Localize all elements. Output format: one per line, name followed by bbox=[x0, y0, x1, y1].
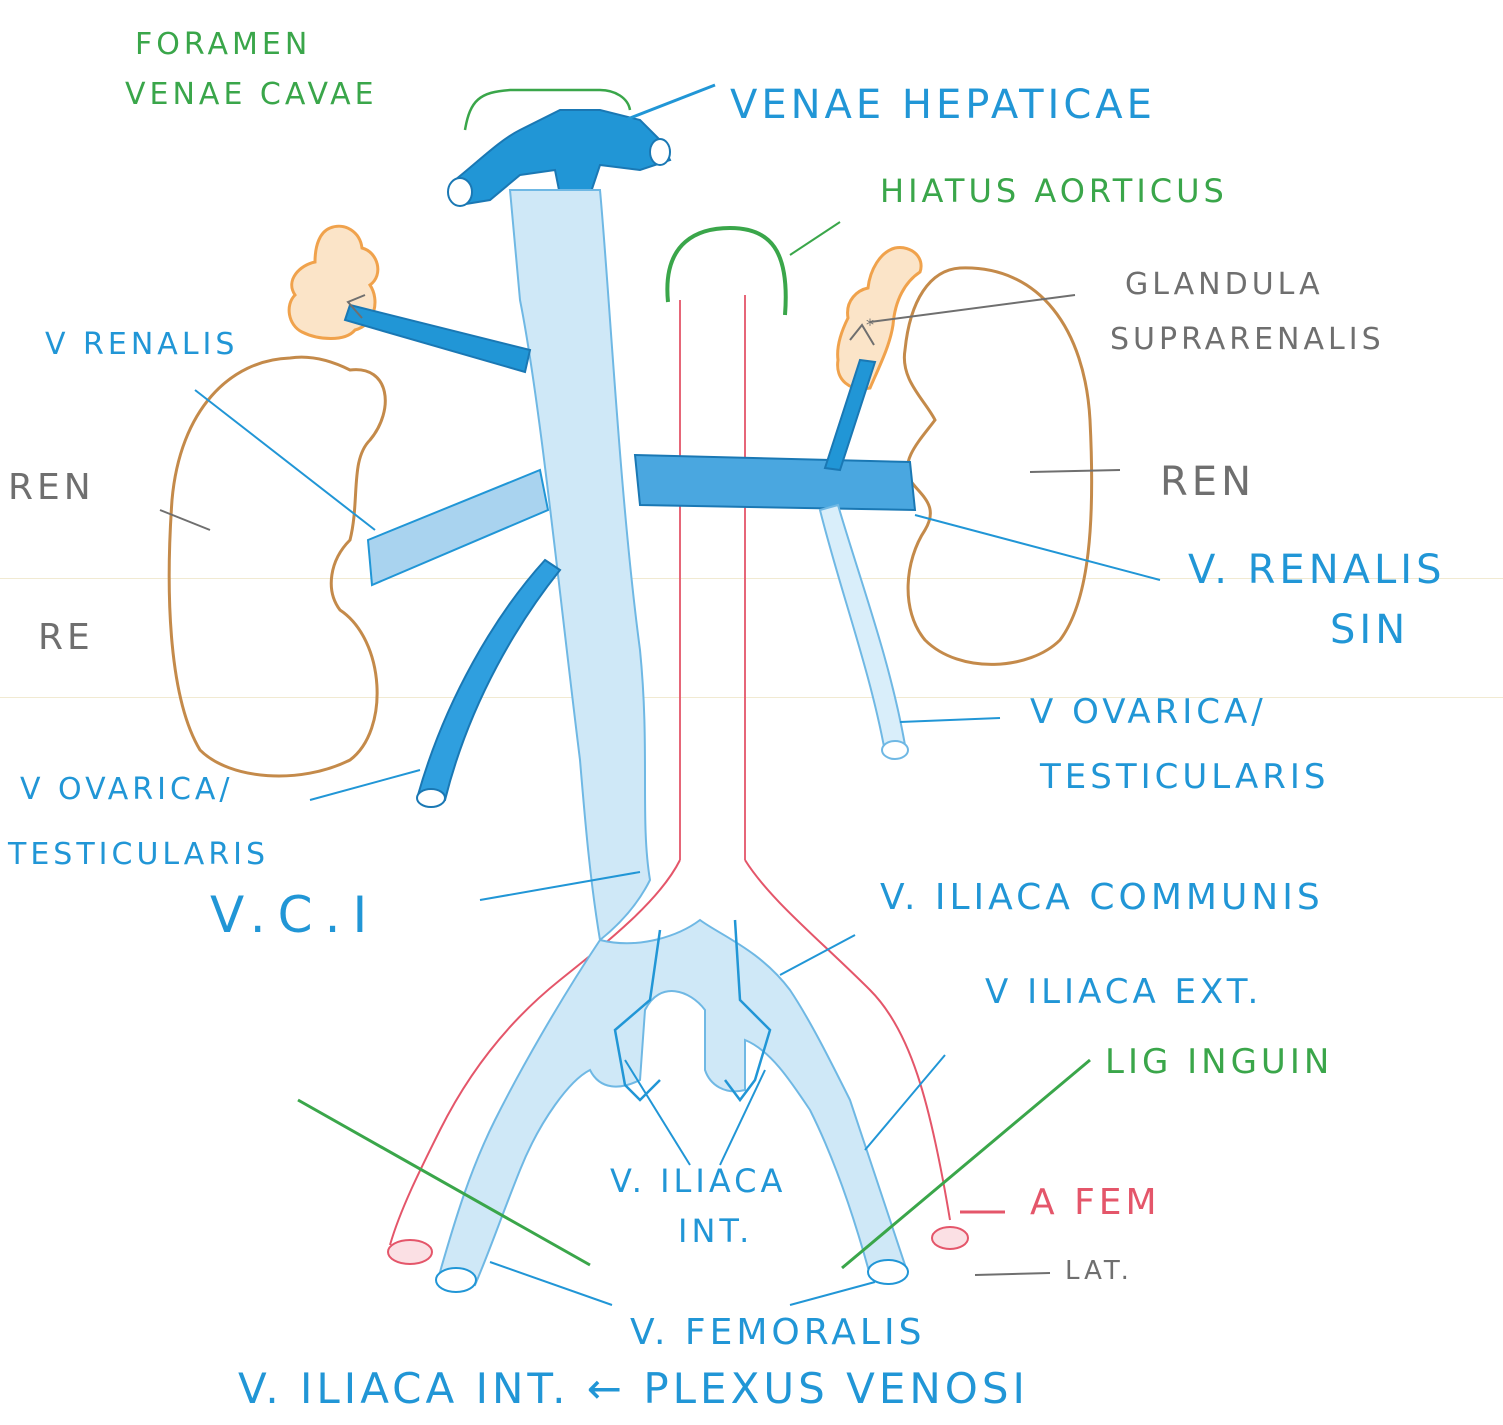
left-kidney-outline bbox=[904, 268, 1091, 665]
left-femoral-artery-end bbox=[932, 1227, 968, 1249]
label-v-ovarica-left-1: V OVARICA/ bbox=[20, 775, 234, 805]
label-glandula-1: GLANDULA bbox=[1125, 270, 1324, 300]
v-renalis-sin-pointer bbox=[915, 515, 1160, 580]
label-venae-hepaticae: VENAE HEPATICAE bbox=[730, 85, 1156, 125]
lig-inguinale-right bbox=[298, 1100, 590, 1265]
label-bottom-note: V. ILIACA INT. ← PLEXUS VENOSI bbox=[238, 1368, 1029, 1410]
v-ovarica-left-pointer bbox=[900, 718, 1000, 722]
glandula-marker: * bbox=[866, 315, 874, 334]
hiatus-pointer bbox=[790, 222, 840, 255]
left-adrenal-gland bbox=[838, 248, 921, 389]
right-suprarenal-vein bbox=[345, 305, 530, 372]
femoralis-pointer-left bbox=[790, 1282, 875, 1305]
left-renal-vein bbox=[635, 455, 915, 510]
label-glandula-2: SUPRARENALIS bbox=[1110, 325, 1385, 355]
v-renalis-pointer bbox=[195, 390, 375, 530]
label-lig-inguin: LIG INGUIN bbox=[1105, 1045, 1333, 1079]
label-v-iliaca-ext: V ILIACA EXT. bbox=[985, 975, 1262, 1009]
label-v-femoralis: V. FEMORALIS bbox=[630, 1315, 925, 1351]
right-ovarian-vein bbox=[418, 560, 560, 800]
label-a-fem: A FEM bbox=[1030, 1185, 1161, 1221]
label-v-iliaca-int-1: V. ILIACA bbox=[610, 1165, 786, 1197]
right-renal-vein bbox=[368, 470, 548, 585]
label-v-iliaca-int-2: INT. bbox=[678, 1215, 753, 1247]
iliaca-int-pointer-right bbox=[625, 1060, 690, 1165]
label-ren-left: REN bbox=[8, 470, 95, 506]
label-v-iliaca-communis: V. ILIACA COMMUNIS bbox=[880, 880, 1324, 916]
right-femoral-vein-end bbox=[436, 1268, 476, 1292]
label-v-renalis-sin-1: V. RENALIS bbox=[1188, 550, 1445, 590]
hepatic-vein-stump bbox=[448, 178, 472, 206]
label-vci: V.C.I bbox=[210, 890, 379, 940]
lat-arrow bbox=[975, 1273, 1050, 1275]
label-v-renalis: V RENALIS bbox=[45, 330, 238, 360]
label-v-ovarica-right-2: TESTICULARIS bbox=[1040, 760, 1329, 794]
label-v-ovarica-left-2: TESTICULARIS bbox=[8, 840, 269, 870]
label-lat: LAT. bbox=[1065, 1258, 1133, 1284]
v-ovarica-right-pointer bbox=[310, 770, 420, 800]
right-kidney-outline bbox=[169, 357, 385, 776]
right-ovarian-vein-end bbox=[417, 789, 445, 807]
left-femoral-vein-end bbox=[868, 1260, 908, 1284]
ren-right-pointer bbox=[1030, 470, 1120, 472]
right-femoral-artery-end bbox=[388, 1240, 432, 1264]
femoralis-pointer-right bbox=[490, 1262, 612, 1305]
left-ovarian-vein bbox=[820, 505, 905, 752]
label-v-ovarica-right-1: V OVARICA/ bbox=[1030, 695, 1267, 729]
label-re-left: RE bbox=[38, 620, 94, 656]
common-iliac-veins bbox=[440, 920, 905, 1285]
ren-left-pointer bbox=[160, 510, 210, 530]
label-v-renalis-sin-2: SIN bbox=[1330, 610, 1409, 650]
label-foramen-2: VENAE CAVAE bbox=[125, 80, 378, 110]
aorta-outline bbox=[680, 295, 745, 860]
left-ovarian-vein-end bbox=[882, 741, 908, 759]
inferior-vena-cava bbox=[510, 190, 650, 940]
glandula-pointer bbox=[870, 295, 1075, 322]
hepatic-pointer bbox=[625, 85, 715, 120]
label-ren-right: REN bbox=[1160, 462, 1255, 502]
hepatic-vein-stump-2 bbox=[650, 139, 670, 165]
label-hiatus-aorticus: HIATUS AORTICUS bbox=[880, 175, 1228, 207]
label-foramen-1: FORAMEN bbox=[135, 30, 311, 60]
hiatus-aorticus-arc bbox=[667, 228, 785, 315]
